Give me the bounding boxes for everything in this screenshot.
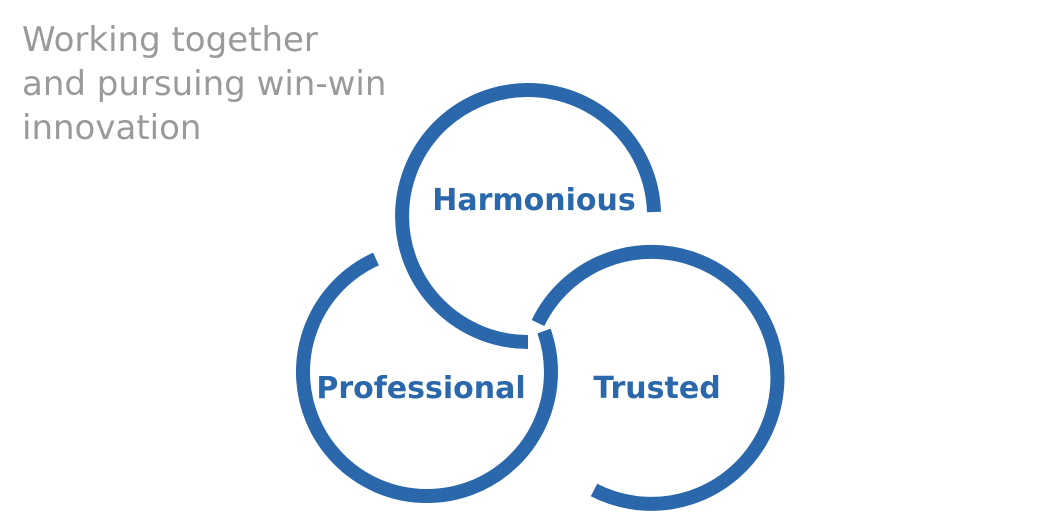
ring-harmonious-label: Harmonious <box>432 183 635 218</box>
ring-trusted: Trusted <box>531 244 785 511</box>
ring-trusted-arc <box>531 244 785 511</box>
tagline-line-3: innovation <box>22 108 202 148</box>
ring-professional-arc <box>296 252 558 503</box>
ring-harmonious: Harmonious <box>395 83 661 349</box>
ring-trusted-label: Trusted <box>593 371 720 406</box>
ring-professional: Professional <box>296 252 558 503</box>
tagline-line-2: and pursuing win-win <box>22 64 387 104</box>
ring-professional-label: Professional <box>316 371 525 406</box>
tagline-line-1: Working together <box>22 20 318 60</box>
ring-harmonious-arc <box>395 83 661 349</box>
tagline: Working together and pursuing win-win in… <box>22 18 422 150</box>
